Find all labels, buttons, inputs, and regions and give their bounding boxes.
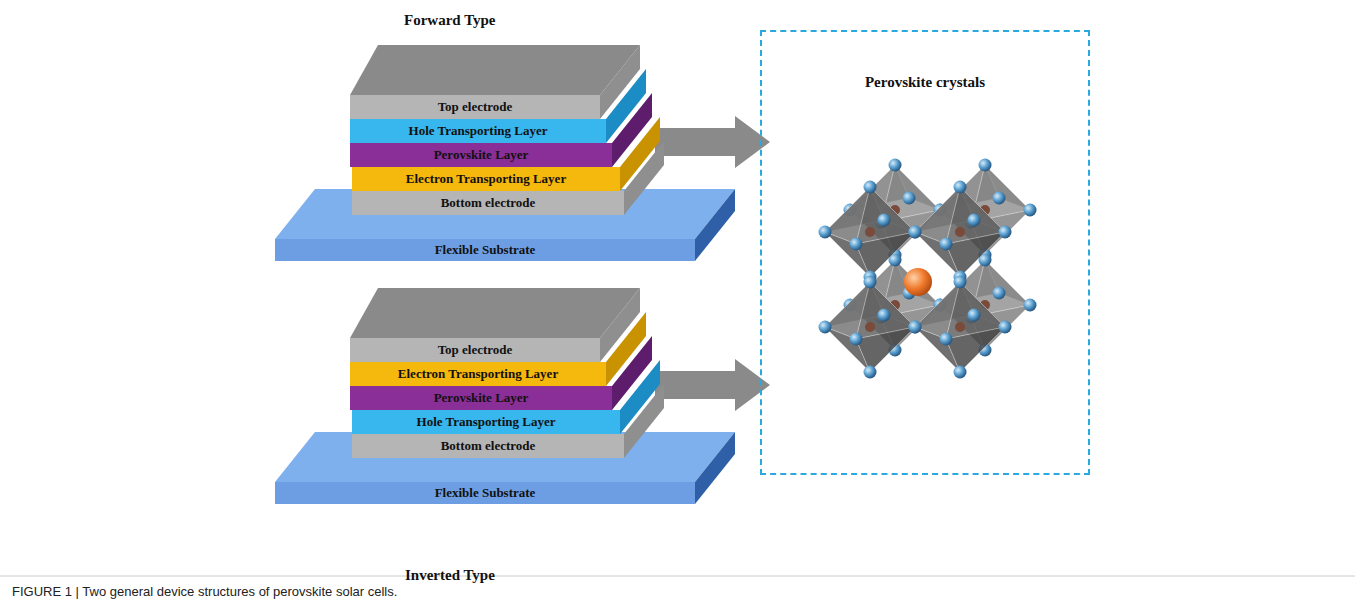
atom [878,309,891,322]
atom [864,276,877,289]
substrate-side-face [695,432,735,504]
atom [999,226,1012,239]
layer-front-face: Perovskite Layer [350,143,612,167]
octahedron-face [946,327,1005,372]
atom [909,321,922,334]
octahedron-face [856,327,915,372]
atom [865,227,875,237]
atom [979,159,992,172]
panel-title: Perovskite crystals [762,74,1088,91]
caption-rule [0,576,1355,577]
atom [940,333,953,346]
layer-label: Flexible Substrate [435,242,536,258]
electrode-top-face [350,288,640,338]
octahedron-face [856,232,915,277]
electrode-top-face [350,45,640,95]
layer-label: Bottom electrode [441,438,536,454]
layer-label: Electron Transporting Layer [406,171,566,187]
atom [909,226,922,239]
layer-front-face: Top electrode [350,338,600,362]
atom [819,321,832,334]
atom [993,192,1006,205]
atom [955,227,965,237]
atom [850,238,863,251]
atom [955,322,965,332]
layer-front-face: Electron Transporting Layer [352,167,620,191]
substrate-side-face [695,189,735,261]
dashed-panel: Perovskite crystals [760,30,1090,475]
layer-front-face: Hole Transporting Layer [350,119,606,143]
layer-label: Top electrode [438,342,513,358]
substrate-top-face [275,432,735,482]
layer-label: Top electrode [438,99,513,115]
figure-caption: FIGURE 1 | Two general device structures… [12,584,397,599]
layer-label: Electron Transporting Layer [398,366,558,382]
substrate-top-face [275,189,735,239]
atom [954,181,967,194]
layer-label: Flexible Substrate [435,485,536,501]
stack-title: Forward Type [404,12,496,29]
layer-label: Hole Transporting Layer [409,123,548,139]
atom [903,192,916,205]
block-arrow [655,116,770,168]
atom [968,309,981,322]
atom [940,238,953,251]
layer-label: Perovskite Layer [434,390,529,406]
atom [850,333,863,346]
atom [954,366,967,379]
atom [909,226,922,239]
layer-front-face: Perovskite Layer [350,386,612,410]
atom [864,366,877,379]
atom [864,181,877,194]
octahedron-face [946,232,1005,277]
layer-front-face: Hole Transporting Layer [352,410,620,434]
atom [993,287,1006,300]
atom [968,214,981,227]
layer-front-face: Bottom electrode [352,434,624,458]
layer-label: Bottom electrode [441,195,536,211]
stack-title: Inverted Type [405,567,495,584]
atom [819,226,832,239]
atom [1024,299,1037,312]
layer-front-face: Flexible Substrate [275,482,695,504]
atom [999,321,1012,334]
layer-front-face: Flexible Substrate [275,239,695,261]
atom [954,276,967,289]
atom [909,321,922,334]
atom [878,214,891,227]
layer-label: Perovskite Layer [434,147,529,163]
layer-label: Hole Transporting Layer [417,414,556,430]
layer-front-face: Bottom electrode [352,191,624,215]
atom [889,159,902,172]
layer-front-face: Top electrode [350,95,600,119]
layer-front-face: Electron Transporting Layer [350,362,606,386]
atom [904,268,932,296]
block-arrow [655,359,770,411]
atom [865,322,875,332]
atom [1024,204,1037,217]
